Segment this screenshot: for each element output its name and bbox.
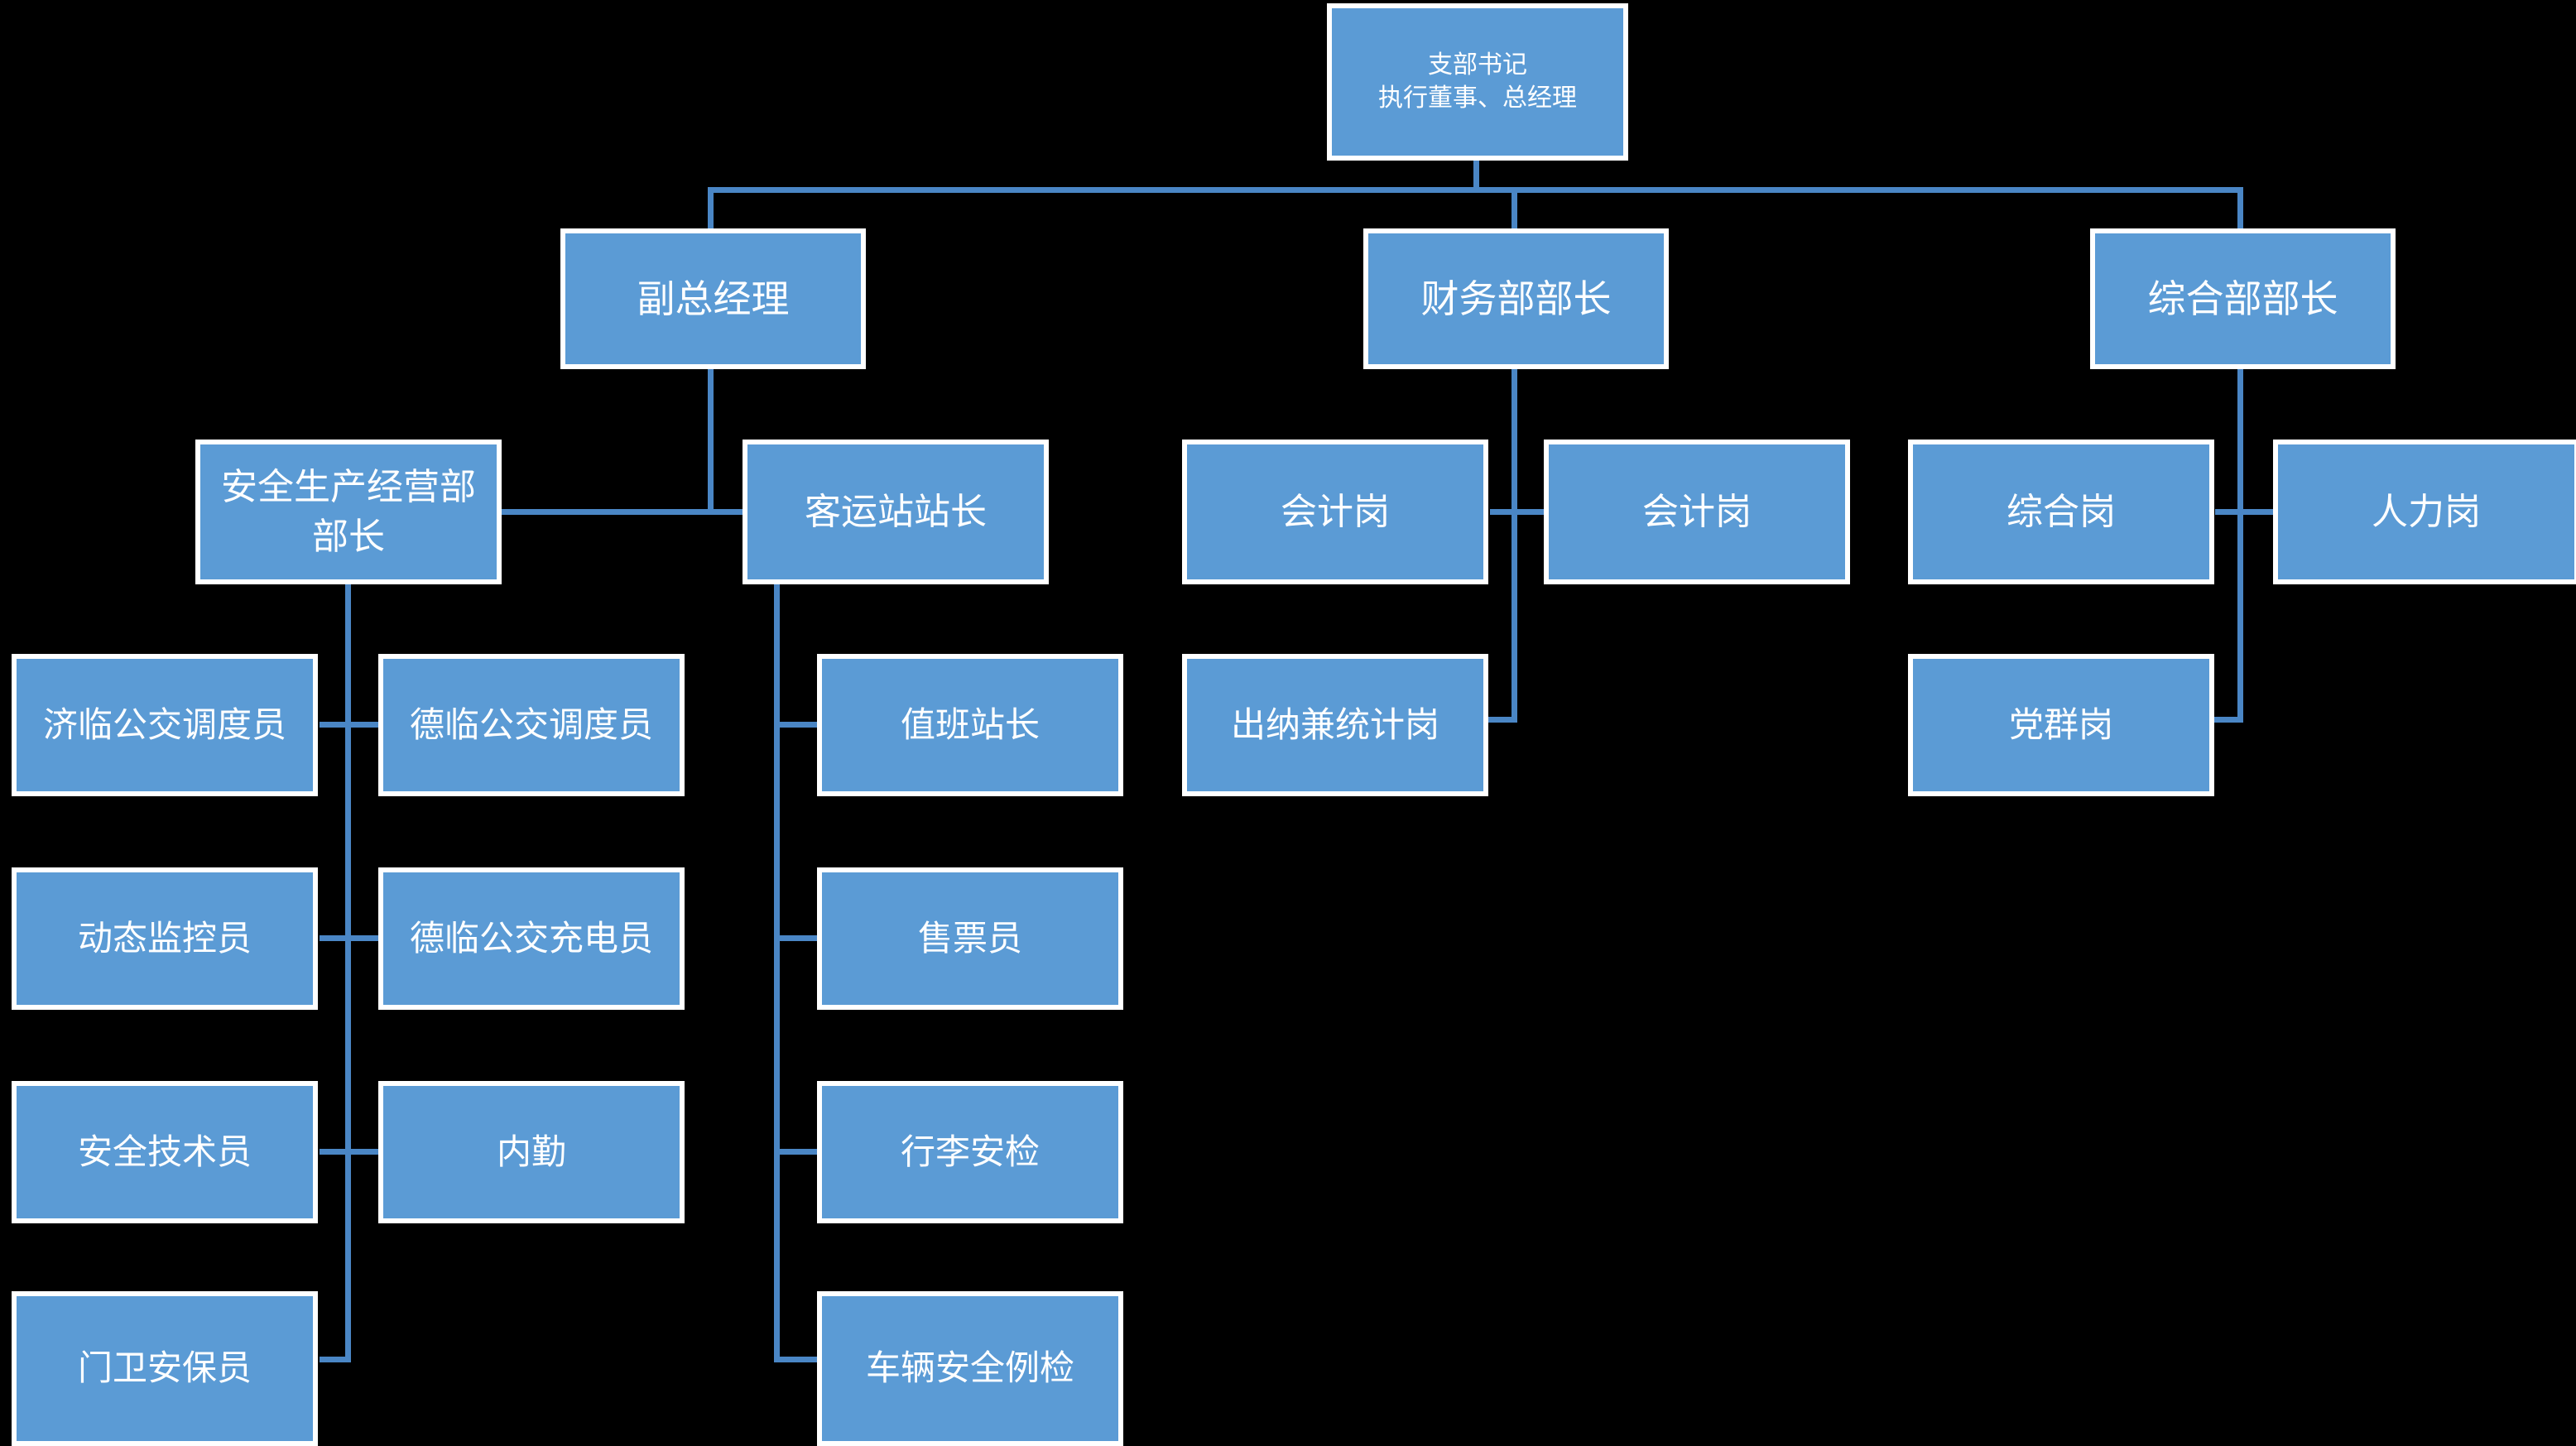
connector-station-row3 [774,1149,817,1155]
node-general-affairs-post[interactable]: 综合岗 [1908,440,2214,584]
node-delin-dispatcher[interactable]: 德临公交调度员 [378,654,685,796]
node-deputy-gm[interactable]: 副总经理 [560,228,866,369]
node-safety-head[interactable]: 安全生产经营部部长 [195,440,502,584]
node-delin-dispatcher-label: 德临公交调度员 [409,704,653,744]
node-vehicle-safety-inspection-label: 车辆安全例检 [865,1348,1074,1388]
node-vehicle-safety-inspection[interactable]: 车辆安全例检 [817,1291,1123,1446]
node-admin-head-label: 综合部部长 [2147,276,2338,320]
node-accounting-post-1-label: 会计岗 [1281,491,1390,532]
connector-safety-row1 [320,722,379,728]
node-deputy-gm-label: 副总经理 [637,276,790,320]
connector-finance-spine [1511,369,1517,720]
connector-admin-party-stub [2208,717,2243,723]
node-safety-technician[interactable]: 安全技术员 [12,1081,318,1223]
connector-station-row1 [774,722,817,728]
connector-deputy-gm-spine [708,369,714,512]
node-ticket-seller[interactable]: 售票员 [817,867,1123,1010]
connector-root-down [1473,160,1479,190]
node-ticket-seller-label: 售票员 [917,918,1022,958]
connector-drop-deputy-gm [708,187,714,228]
node-accounting-post-1[interactable]: 会计岗 [1182,440,1488,584]
node-hr-post-label: 人力岗 [2372,491,2481,532]
node-hr-post[interactable]: 人力岗 [2273,440,2576,584]
connector-safety-row3 [320,1149,379,1155]
node-finance-head-label: 财务部部长 [1420,276,1612,320]
connector-safety-row2 [320,935,379,941]
node-admin-head[interactable]: 综合部部长 [2090,228,2396,369]
node-office-clerk[interactable]: 内勤 [378,1081,685,1223]
node-general-affairs-post-label: 综合岗 [2006,491,2116,532]
node-party-affairs-post-label: 党群岗 [2008,704,2113,744]
node-finance-head[interactable]: 财务部部长 [1363,228,1669,369]
node-baggage-security-check-label: 行李安检 [900,1131,1040,1171]
node-root-line2: 执行董事、总经理 [1378,84,1577,112]
connector-admin-posts-bus [2215,509,2278,515]
node-duty-station-master-label: 值班站长 [900,704,1040,744]
connector-finance-cashier-stub [1483,717,1517,723]
connector-safety-spine [345,584,351,1362]
connector-station-spine [774,584,780,1362]
connector-admin-spine [2237,369,2243,720]
node-root[interactable]: 支部书记 执行董事、总经理 [1327,3,1628,161]
node-cashier-statistics-post[interactable]: 出纳兼统计岗 [1182,654,1488,796]
node-station-head[interactable]: 客运站站长 [743,440,1049,584]
node-jilin-dispatcher[interactable]: 济临公交调度员 [12,654,318,796]
node-gate-security-guard[interactable]: 门卫安保员 [12,1291,318,1446]
node-office-clerk-label: 内勤 [496,1131,566,1171]
connector-drop-admin-head [2237,187,2243,228]
connector-level3-left-bus [497,509,747,515]
connector-finance-acct-bus [1490,509,1553,515]
node-delin-charger[interactable]: 德临公交充电员 [378,867,685,1010]
node-accounting-post-2[interactable]: 会计岗 [1544,440,1850,584]
node-baggage-security-check[interactable]: 行李安检 [817,1081,1123,1223]
node-party-affairs-post[interactable]: 党群岗 [1908,654,2214,796]
connector-safety-row4 [320,1357,351,1362]
connector-level2-bus [708,187,2243,193]
node-delin-charger-label: 德临公交充电员 [409,918,653,958]
node-safety-head-label: 安全生产经营部部长 [221,467,476,557]
connector-station-row4 [774,1357,817,1362]
node-cashier-statistics-post-label: 出纳兼统计岗 [1230,704,1439,744]
node-gate-security-guard-label: 门卫安保员 [77,1348,252,1388]
node-safety-technician-label: 安全技术员 [77,1131,252,1171]
node-root-line1: 支部书记 [1428,50,1527,79]
connector-drop-finance-head [1511,187,1517,228]
node-station-head-label: 客运站站长 [805,491,987,532]
node-accounting-post-2-label: 会计岗 [1642,491,1752,532]
node-dynamic-monitor[interactable]: 动态监控员 [12,867,318,1010]
node-jilin-dispatcher-label: 济临公交调度员 [42,704,286,744]
node-dynamic-monitor-label: 动态监控员 [77,918,252,958]
node-duty-station-master[interactable]: 值班站长 [817,654,1123,796]
connector-station-row2 [774,935,817,941]
